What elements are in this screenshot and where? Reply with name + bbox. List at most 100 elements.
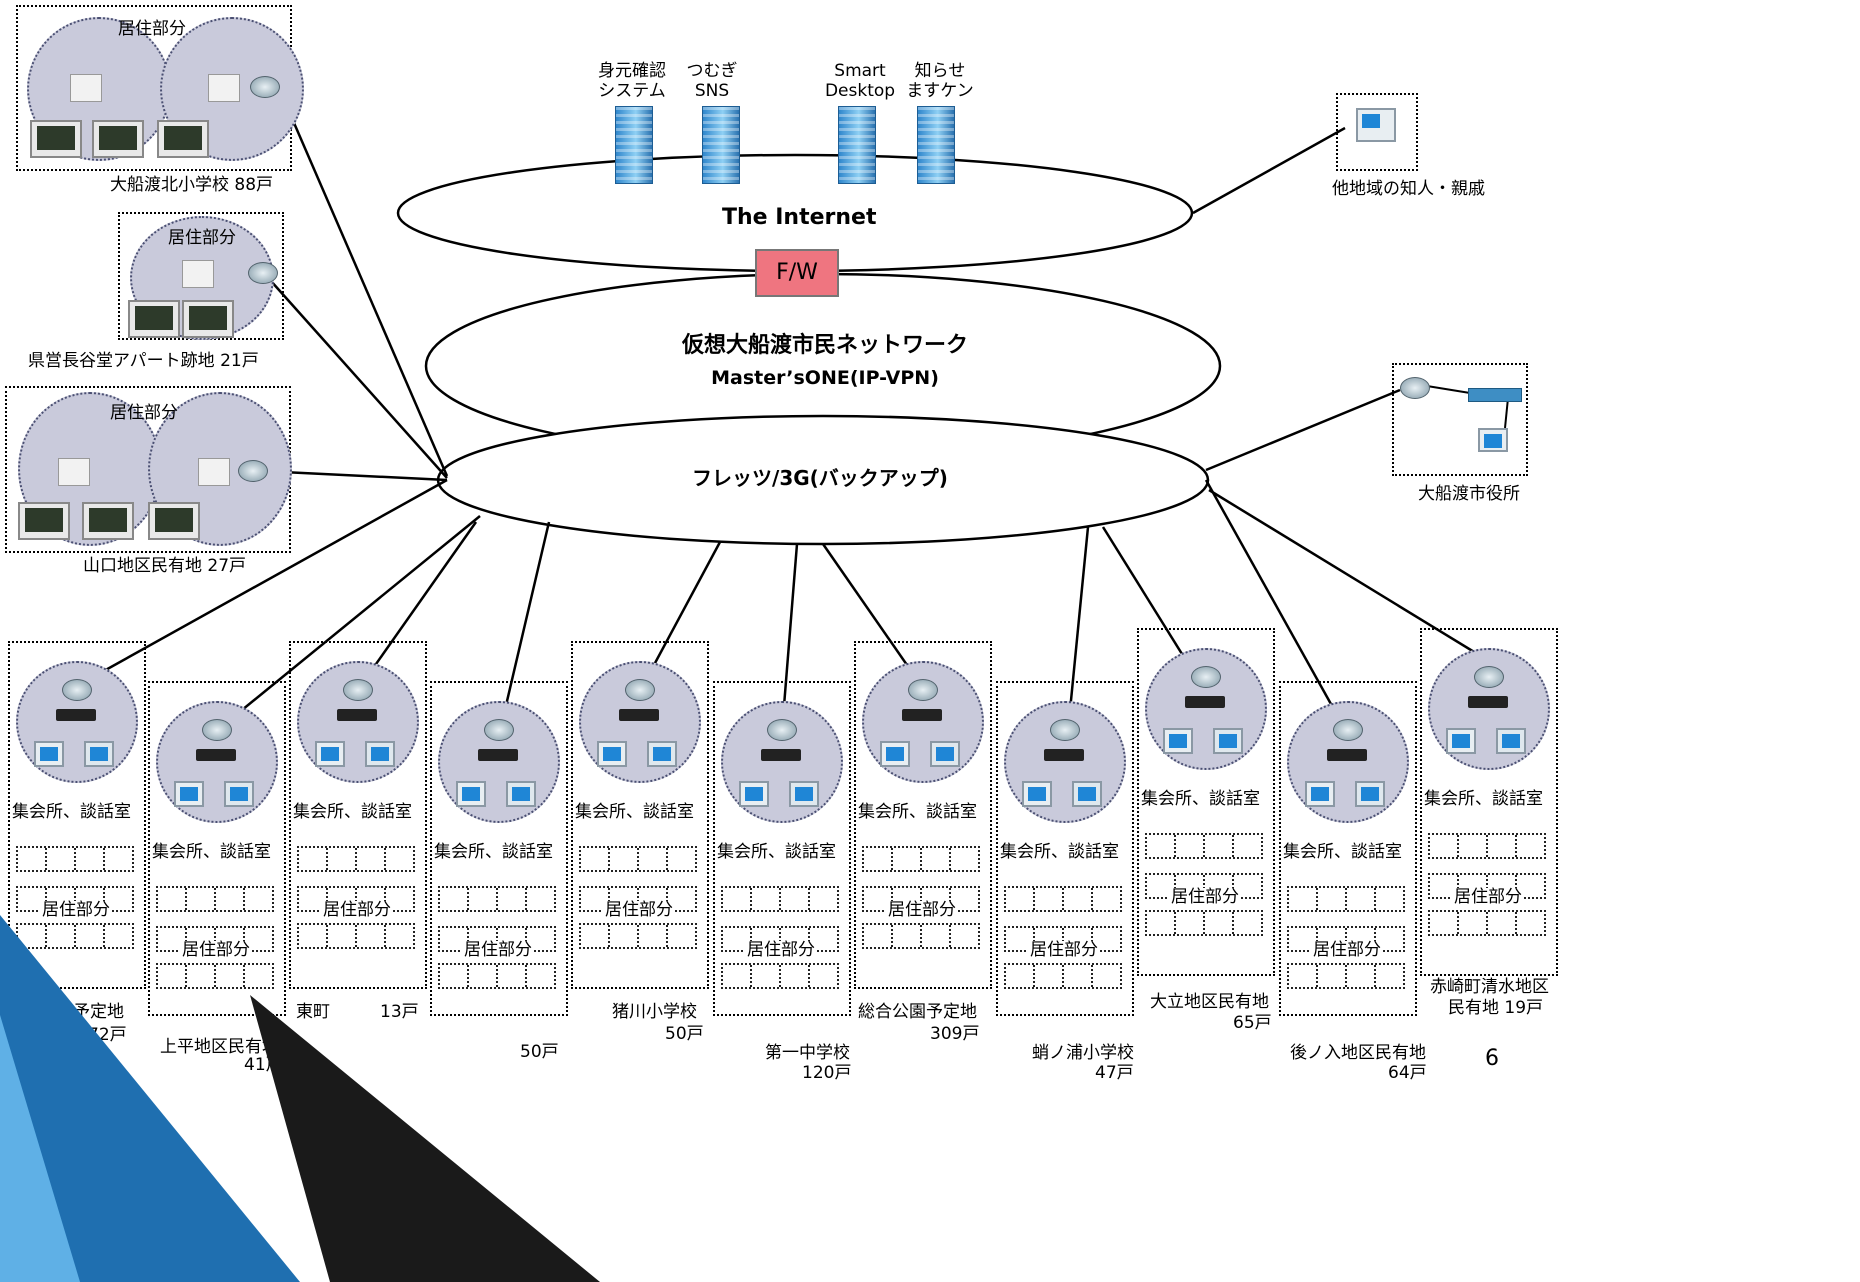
- access-point-icon: [70, 74, 102, 102]
- site-label: 大船渡北小学校 88戸: [110, 175, 274, 195]
- desktop-pc-icon: [84, 741, 114, 767]
- wireless-ap-icon: [1327, 749, 1367, 761]
- site-units-label: 64戸: [1388, 1063, 1427, 1083]
- site-box: [854, 641, 992, 989]
- meeting-room-label: 集会所、談話室: [1000, 842, 1119, 862]
- router-icon: [1400, 377, 1430, 399]
- relatives-box: [1336, 93, 1418, 171]
- desktop-pc-icon: [365, 741, 395, 767]
- desktop-pc-icon: [1356, 108, 1396, 142]
- residence-grid-row: [438, 886, 556, 912]
- desktop-pc-icon: [1163, 728, 1193, 754]
- terminal-icon: [18, 502, 70, 540]
- residence-label: 居住部分: [1311, 940, 1383, 961]
- access-point-icon: [58, 458, 90, 486]
- desktop-pc-icon: [1305, 781, 1335, 807]
- wireless-ap-icon: [761, 749, 801, 761]
- site-units-label: 65戸: [1233, 1013, 1272, 1033]
- meeting-room-label: 集会所、談話室: [1141, 789, 1260, 809]
- site-box: [430, 681, 568, 1016]
- site-box: [1420, 628, 1558, 976]
- desktop-pc-icon: [597, 741, 627, 767]
- router-icon: [238, 460, 268, 482]
- wireless-ap-icon: [1044, 749, 1084, 761]
- site-units-label: 13戸: [380, 1002, 419, 1022]
- site-name-label: 赤崎町清水地区: [1430, 977, 1549, 997]
- access-point-icon: [198, 458, 230, 486]
- desktop-pc-icon: [930, 741, 960, 767]
- site-label: 県営長谷堂アパート跡地 21戸: [28, 351, 259, 371]
- server-icon: [838, 106, 876, 184]
- meeting-room-label: 集会所、談話室: [293, 802, 412, 822]
- residence-label: 居住部分: [462, 940, 534, 961]
- terminal-icon: [157, 120, 209, 158]
- residence-label: 居住部分: [168, 228, 236, 248]
- router-icon: [1191, 666, 1221, 688]
- wireless-ap-icon: [56, 709, 96, 721]
- residence-grid-row: [16, 846, 134, 872]
- site-units-label: 50戸: [665, 1024, 704, 1044]
- site-label: 山口地区民有地 27戸: [83, 556, 247, 576]
- site-units-label: 47戸: [1095, 1063, 1134, 1083]
- firewall-box: F/W: [755, 249, 839, 297]
- desktop-pc-icon: [506, 781, 536, 807]
- city-hall-label: 大船渡市役所: [1418, 484, 1520, 504]
- residence-label: 居住部分: [886, 900, 958, 921]
- laptop-icon: [1478, 428, 1508, 452]
- meeting-room-label: 集会所、談話室: [1424, 789, 1543, 809]
- server-label-shirase: 知らせますケン: [906, 61, 974, 101]
- site-box: [8, 641, 146, 989]
- site-name-label: 第一中学校: [765, 1043, 850, 1063]
- access-point-icon: [208, 74, 240, 102]
- site-box: [1137, 628, 1275, 976]
- terminal-icon: [128, 300, 180, 338]
- server-label-identity: 身元確認システム: [598, 61, 666, 101]
- meeting-room-label: 集会所、談話室: [434, 842, 553, 862]
- residence-grid-row: [156, 886, 274, 912]
- router-icon: [248, 262, 278, 284]
- internet-label: The Internet: [722, 205, 877, 230]
- terminal-icon: [92, 120, 144, 158]
- site-units-label: 50戸: [520, 1042, 559, 1062]
- residence-grid-row: [1004, 886, 1122, 912]
- meeting-room-label: 集会所、談話室: [1283, 842, 1402, 862]
- wireless-ap-icon: [902, 709, 942, 721]
- desktop-pc-icon: [1355, 781, 1385, 807]
- terminal-icon: [182, 300, 234, 338]
- site-name-label: 上平地区民有地: [160, 1037, 279, 1057]
- residence-label: 居住部分: [745, 940, 817, 961]
- site-name-label: 総合公園予定地: [858, 1002, 977, 1022]
- residence-grid-row: [438, 963, 556, 989]
- desktop-pc-icon: [789, 781, 819, 807]
- desktop-pc-icon: [1213, 728, 1243, 754]
- residence-grid-row: [862, 846, 980, 872]
- residence-grid-row: [297, 846, 415, 872]
- site-box: [1279, 681, 1417, 1016]
- site-units-label: 民有地 19戸: [1448, 998, 1544, 1018]
- desktop-pc-icon: [1022, 781, 1052, 807]
- meeting-room-label: 集会所、談話室: [575, 802, 694, 822]
- residence-grid-row: [297, 923, 415, 949]
- meeting-room-label: 集会所、談話室: [152, 842, 271, 862]
- router-icon: [250, 76, 280, 98]
- site-box: [713, 681, 851, 1016]
- residence-grid-row: [721, 963, 839, 989]
- page-number: 6: [1485, 1046, 1499, 1071]
- desktop-pc-icon: [1446, 728, 1476, 754]
- residence-label: 居住部分: [40, 900, 112, 921]
- residence-grid-row: [1145, 910, 1263, 936]
- desktop-pc-icon: [315, 741, 345, 767]
- residence-label: 居住部分: [1452, 887, 1524, 908]
- desktop-pc-icon: [739, 781, 769, 807]
- wireless-ap-icon: [619, 709, 659, 721]
- residence-grid-row: [1428, 833, 1546, 859]
- residence-grid-row: [721, 886, 839, 912]
- desktop-pc-icon: [880, 741, 910, 767]
- meeting-room-label: 集会所、談話室: [858, 802, 977, 822]
- site-units-label: 120戸: [802, 1063, 852, 1083]
- residence-grid-row: [1287, 963, 1405, 989]
- desktop-pc-icon: [456, 781, 486, 807]
- router-icon: [1050, 719, 1080, 741]
- wireless-ap-icon: [478, 749, 518, 761]
